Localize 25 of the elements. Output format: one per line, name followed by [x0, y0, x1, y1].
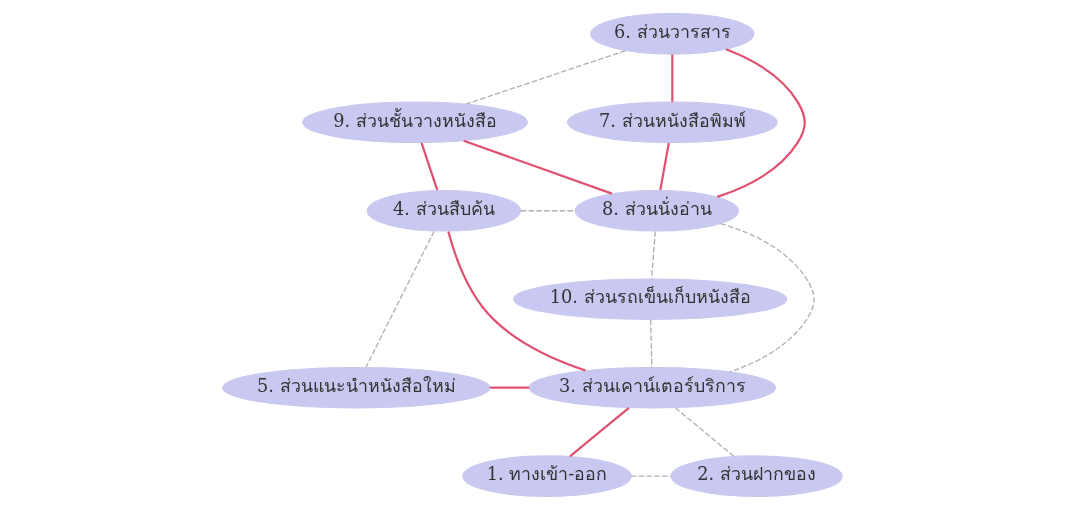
- node-ellipse: 4. ส่วนสืบค้น: [366, 189, 522, 232]
- connector: [671, 54, 674, 102]
- connector: [674, 406, 735, 457]
- connector: [716, 47, 806, 198]
- connector: [447, 230, 586, 371]
- node-ellipse: 9. ส่วนชั้นวางหนังสือ: [302, 101, 528, 143]
- node-ellipse: 7. ส่วนหนังสือพิมพ์: [566, 101, 778, 143]
- connector: [630, 475, 672, 477]
- connector: [659, 142, 670, 190]
- node-ellipse: 3. ส่วนเคาน์เตอร์บริการ: [528, 366, 777, 409]
- connector: [520, 209, 576, 211]
- node-ellipse: 2. ส่วนฝากของ: [670, 454, 843, 497]
- connector: [569, 406, 630, 457]
- node-ellipse: 6. ส่วนวารสาร: [590, 12, 755, 55]
- node-ellipse: 10. ส่วนรถเข็นเก็บหนังสือ: [513, 277, 788, 320]
- connector: [420, 142, 439, 190]
- connector: [465, 49, 627, 105]
- connector: [719, 222, 815, 372]
- connector: [489, 386, 530, 389]
- node-ellipse: 5. ส่วนแนะนำหนังสือใหม่: [222, 366, 491, 409]
- node-ellipse: 1. ทางเข้า-ออก: [462, 454, 632, 497]
- node-ellipse: 8. ส่วนนั่งอ่าน: [574, 189, 739, 232]
- connector: [463, 139, 613, 195]
- connector: [365, 230, 435, 368]
- connector: [650, 230, 656, 279]
